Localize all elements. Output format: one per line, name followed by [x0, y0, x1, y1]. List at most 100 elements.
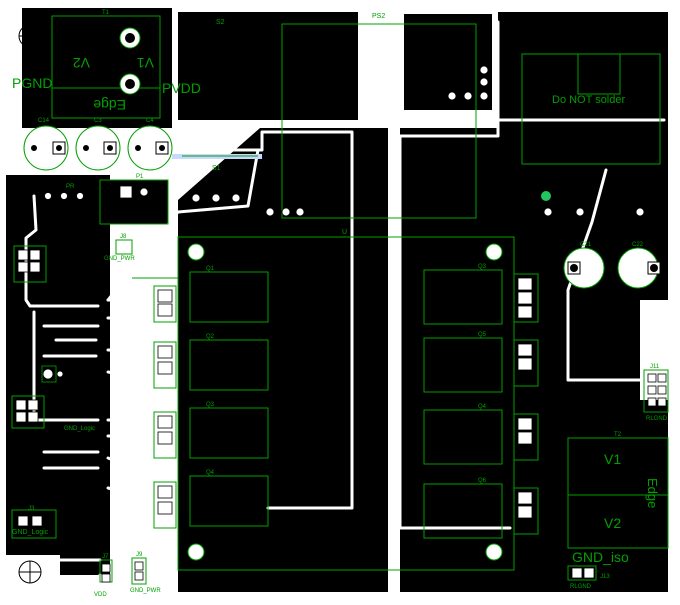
label-u1: U [342, 229, 347, 236]
label-q3: Q3 [478, 264, 487, 270]
caps-top [23, 125, 173, 171]
trace-drv-4 [106, 370, 158, 382]
conn-q3l [153, 411, 177, 459]
label-p1: P1 [136, 174, 144, 180]
u1-holes [187, 243, 503, 561]
label-q4: Q4 [478, 404, 487, 410]
cap-c21 [563, 247, 605, 289]
label-v1-top: V1 [137, 55, 154, 71]
trace-s1-diag [106, 148, 260, 302]
caps-right [563, 247, 661, 289]
label-c22: C22 [632, 242, 644, 248]
label-v1-bottom: V1 [604, 451, 621, 467]
u1-hole-tl [187, 243, 205, 261]
j9-outline [131, 557, 147, 585]
label-gnd-pwr: GND_PWR [104, 256, 135, 262]
ps2-outline [281, 23, 477, 219]
trace-drv-6 [106, 434, 152, 450]
labels: PGND PVDD Edge V2 V1 T1 S2 PS2 C14 C3 C4… [12, 10, 668, 598]
conn-q4 [153, 481, 177, 529]
label-c3: C3 [94, 118, 102, 124]
label-gnd-pwr-bottom: GND_PWR [130, 588, 161, 594]
dns-inner-square [577, 53, 621, 95]
conn-r4 [513, 487, 539, 535]
label-j8: J8 [120, 234, 127, 240]
t1-terminals [119, 27, 141, 95]
label-q1: Q1 [206, 266, 215, 272]
q1-outline [189, 271, 269, 323]
cap-c14 [23, 125, 69, 171]
label-rlgnd: RLGND [570, 584, 592, 590]
left-header-2 [11, 395, 45, 429]
left-header-1 [13, 245, 47, 283]
label-j11: J11 [650, 364, 660, 370]
label-edge-bottom: Edge [645, 478, 660, 508]
cap-c22 [617, 247, 661, 289]
u1-hole-bl [187, 543, 205, 561]
label-rlgnd-right: RLGND [646, 416, 668, 422]
label-c21: C21 [580, 242, 592, 248]
p1-outline [99, 179, 169, 225]
q2-outline [189, 339, 269, 391]
label-j3: J3 [28, 506, 35, 512]
j3-outline [11, 509, 57, 539]
q4-right-outline [423, 409, 503, 465]
q6-outline [423, 483, 503, 539]
q3-outline [423, 269, 503, 325]
conn-r2 [513, 339, 539, 387]
label-j7: J7 [102, 554, 109, 560]
trace-right-outline [398, 118, 512, 530]
j13-outline [567, 565, 597, 581]
trace-drv-2 [106, 316, 152, 332]
label-q6: Q6 [478, 478, 487, 484]
label-t1: T1 [102, 10, 110, 16]
label-v2-bottom: V2 [604, 515, 621, 531]
pads [15, 65, 667, 583]
copper-plane-center-left [178, 128, 388, 592]
trace-c4-s1 [166, 130, 354, 510]
label-t2: T2 [614, 432, 622, 438]
label-edge-top: Edge [93, 97, 126, 113]
mounting-holes [18, 24, 664, 584]
j11-outline [643, 369, 669, 413]
label-j9: J9 [136, 552, 143, 558]
t1-outline [51, 15, 161, 119]
label-s2: S2 [216, 19, 225, 26]
conn-r3 [513, 413, 539, 461]
label-s1: S1 [212, 165, 221, 172]
label-j13: J13 [600, 574, 610, 580]
label-gnd-logic-mid: GND_Logic [64, 426, 95, 432]
label-pvdd: PVDD [162, 80, 201, 96]
u1-hole-tr [485, 243, 503, 261]
trace-right-diag [566, 168, 642, 382]
trace-drv-8 [106, 486, 156, 502]
trace-drv-7 [106, 456, 152, 476]
conn-q2 [153, 341, 177, 389]
u1-hole-br [485, 543, 503, 561]
label-dimension: 15.56 [214, 136, 232, 143]
mount-hole-top-left [18, 24, 42, 48]
label-q3-left: Q3 [206, 402, 215, 408]
copper-p1-block [100, 180, 168, 224]
copper-s2-block [178, 12, 358, 120]
u1-outline [177, 236, 515, 571]
cap-c3 [75, 125, 121, 171]
label-gnd-iso: GND_iso [572, 549, 629, 565]
q3-left-outline [189, 407, 269, 459]
copper-ps2-block [404, 14, 492, 110]
label-do-not-solder: Do NOT solder [552, 94, 625, 106]
mount-hole-bottom-right [640, 560, 664, 584]
t2-outline [567, 437, 669, 549]
label-pr: PR [66, 184, 75, 190]
label-q4-left: Q4 [206, 470, 215, 476]
label-v2-top: V2 [73, 55, 90, 71]
label-gnd-logic-left: GND_Logic [12, 529, 49, 536]
mount-hole-top-right [638, 24, 662, 48]
label-vdd: VDD [94, 592, 107, 598]
status-dot [541, 191, 551, 201]
q4-outline [189, 475, 269, 527]
cap-c4 [127, 125, 173, 171]
label-q2: Q2 [206, 334, 215, 340]
mount-hole-bottom-left [18, 560, 42, 584]
